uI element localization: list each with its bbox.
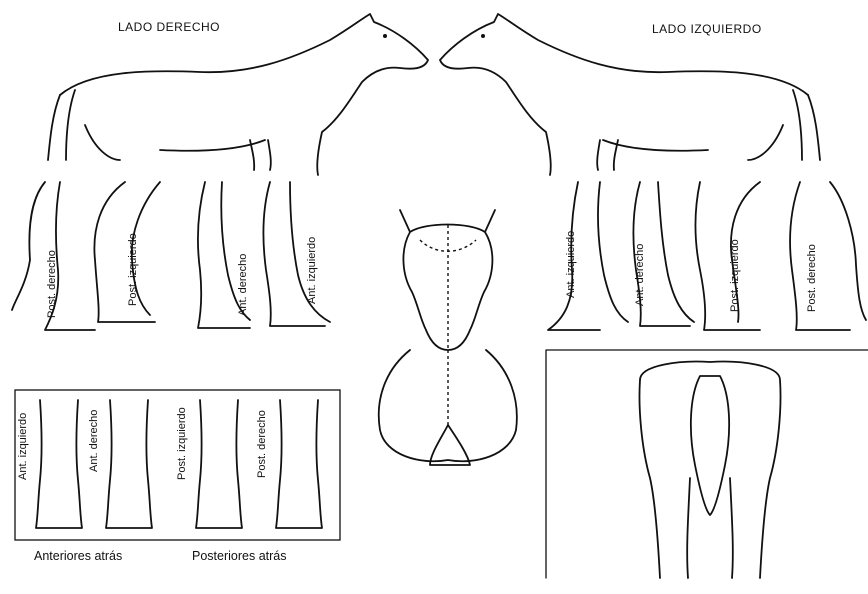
leg-label-post-derecho-r: Post. derecho: [806, 244, 818, 312]
box-label-ant-derecho: Ant. derecho: [88, 410, 100, 472]
heading-right-side: LADO DERECHO: [118, 20, 220, 34]
leg-label-ant-izquierdo: Ant. izquierdo: [306, 237, 318, 304]
caption-front-legs: Anteriores atrás: [34, 549, 122, 563]
leg-label-post-izquierdo: Post. izquierdo: [127, 233, 139, 306]
hindquarters-rear-view: [546, 350, 868, 578]
legs-panel-right-side: [12, 182, 330, 330]
leg-label-ant-izquierdo-r: Ant. izquierdo: [565, 231, 577, 298]
box-label-post-derecho: Post. derecho: [256, 410, 268, 478]
horse-right-side-figure: [48, 14, 428, 175]
box-label-post-izquierdo: Post. izquierdo: [176, 407, 188, 480]
leg-label-ant-derecho: Ant. derecho: [237, 254, 249, 316]
caption-rear-legs: Posteriores atrás: [192, 549, 286, 563]
leg-label-post-izquierdo-r: Post. izquierdo: [729, 239, 741, 312]
box-label-ant-izquierdo: Ant. izquierdo: [17, 413, 29, 480]
leg-label-post-derecho: Post. derecho: [46, 250, 58, 318]
head-front-view-figure: [379, 210, 517, 465]
legs-panel-left-side: [548, 182, 866, 330]
heading-left-side: LADO IZQUIERDO: [652, 22, 762, 36]
leg-label-ant-derecho-r: Ant. derecho: [634, 244, 646, 306]
horse-left-side-figure: [440, 14, 820, 175]
